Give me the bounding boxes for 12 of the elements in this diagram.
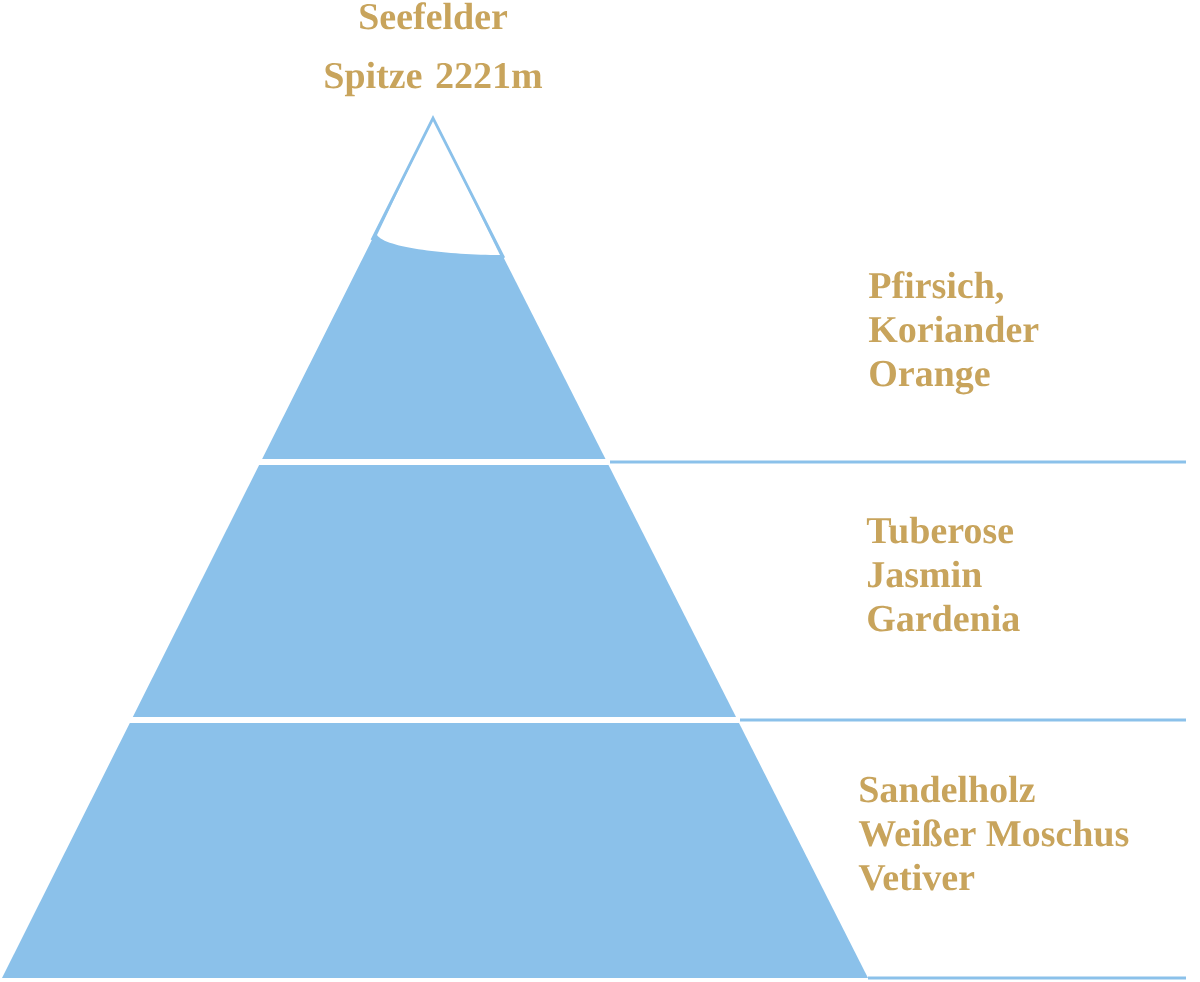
title: Seefelder Spitze 2221m	[325, 2, 543, 97]
note-text: Vetiver	[858, 863, 975, 891]
note-text: Orange	[870, 360, 990, 395]
note-text: Pfirsich,	[868, 271, 1003, 304]
note-text: Gardenia	[868, 604, 1020, 632]
note-text: Tuberose	[866, 516, 1014, 544]
pyramid-band	[132, 465, 736, 717]
note-text: Sandelholz	[860, 775, 1035, 803]
note-text: Jasmin	[868, 560, 982, 588]
note-text: Koriander	[868, 315, 1039, 343]
note-text: Weißer Moschus	[858, 819, 1129, 847]
pyramid-band	[262, 114, 606, 459]
